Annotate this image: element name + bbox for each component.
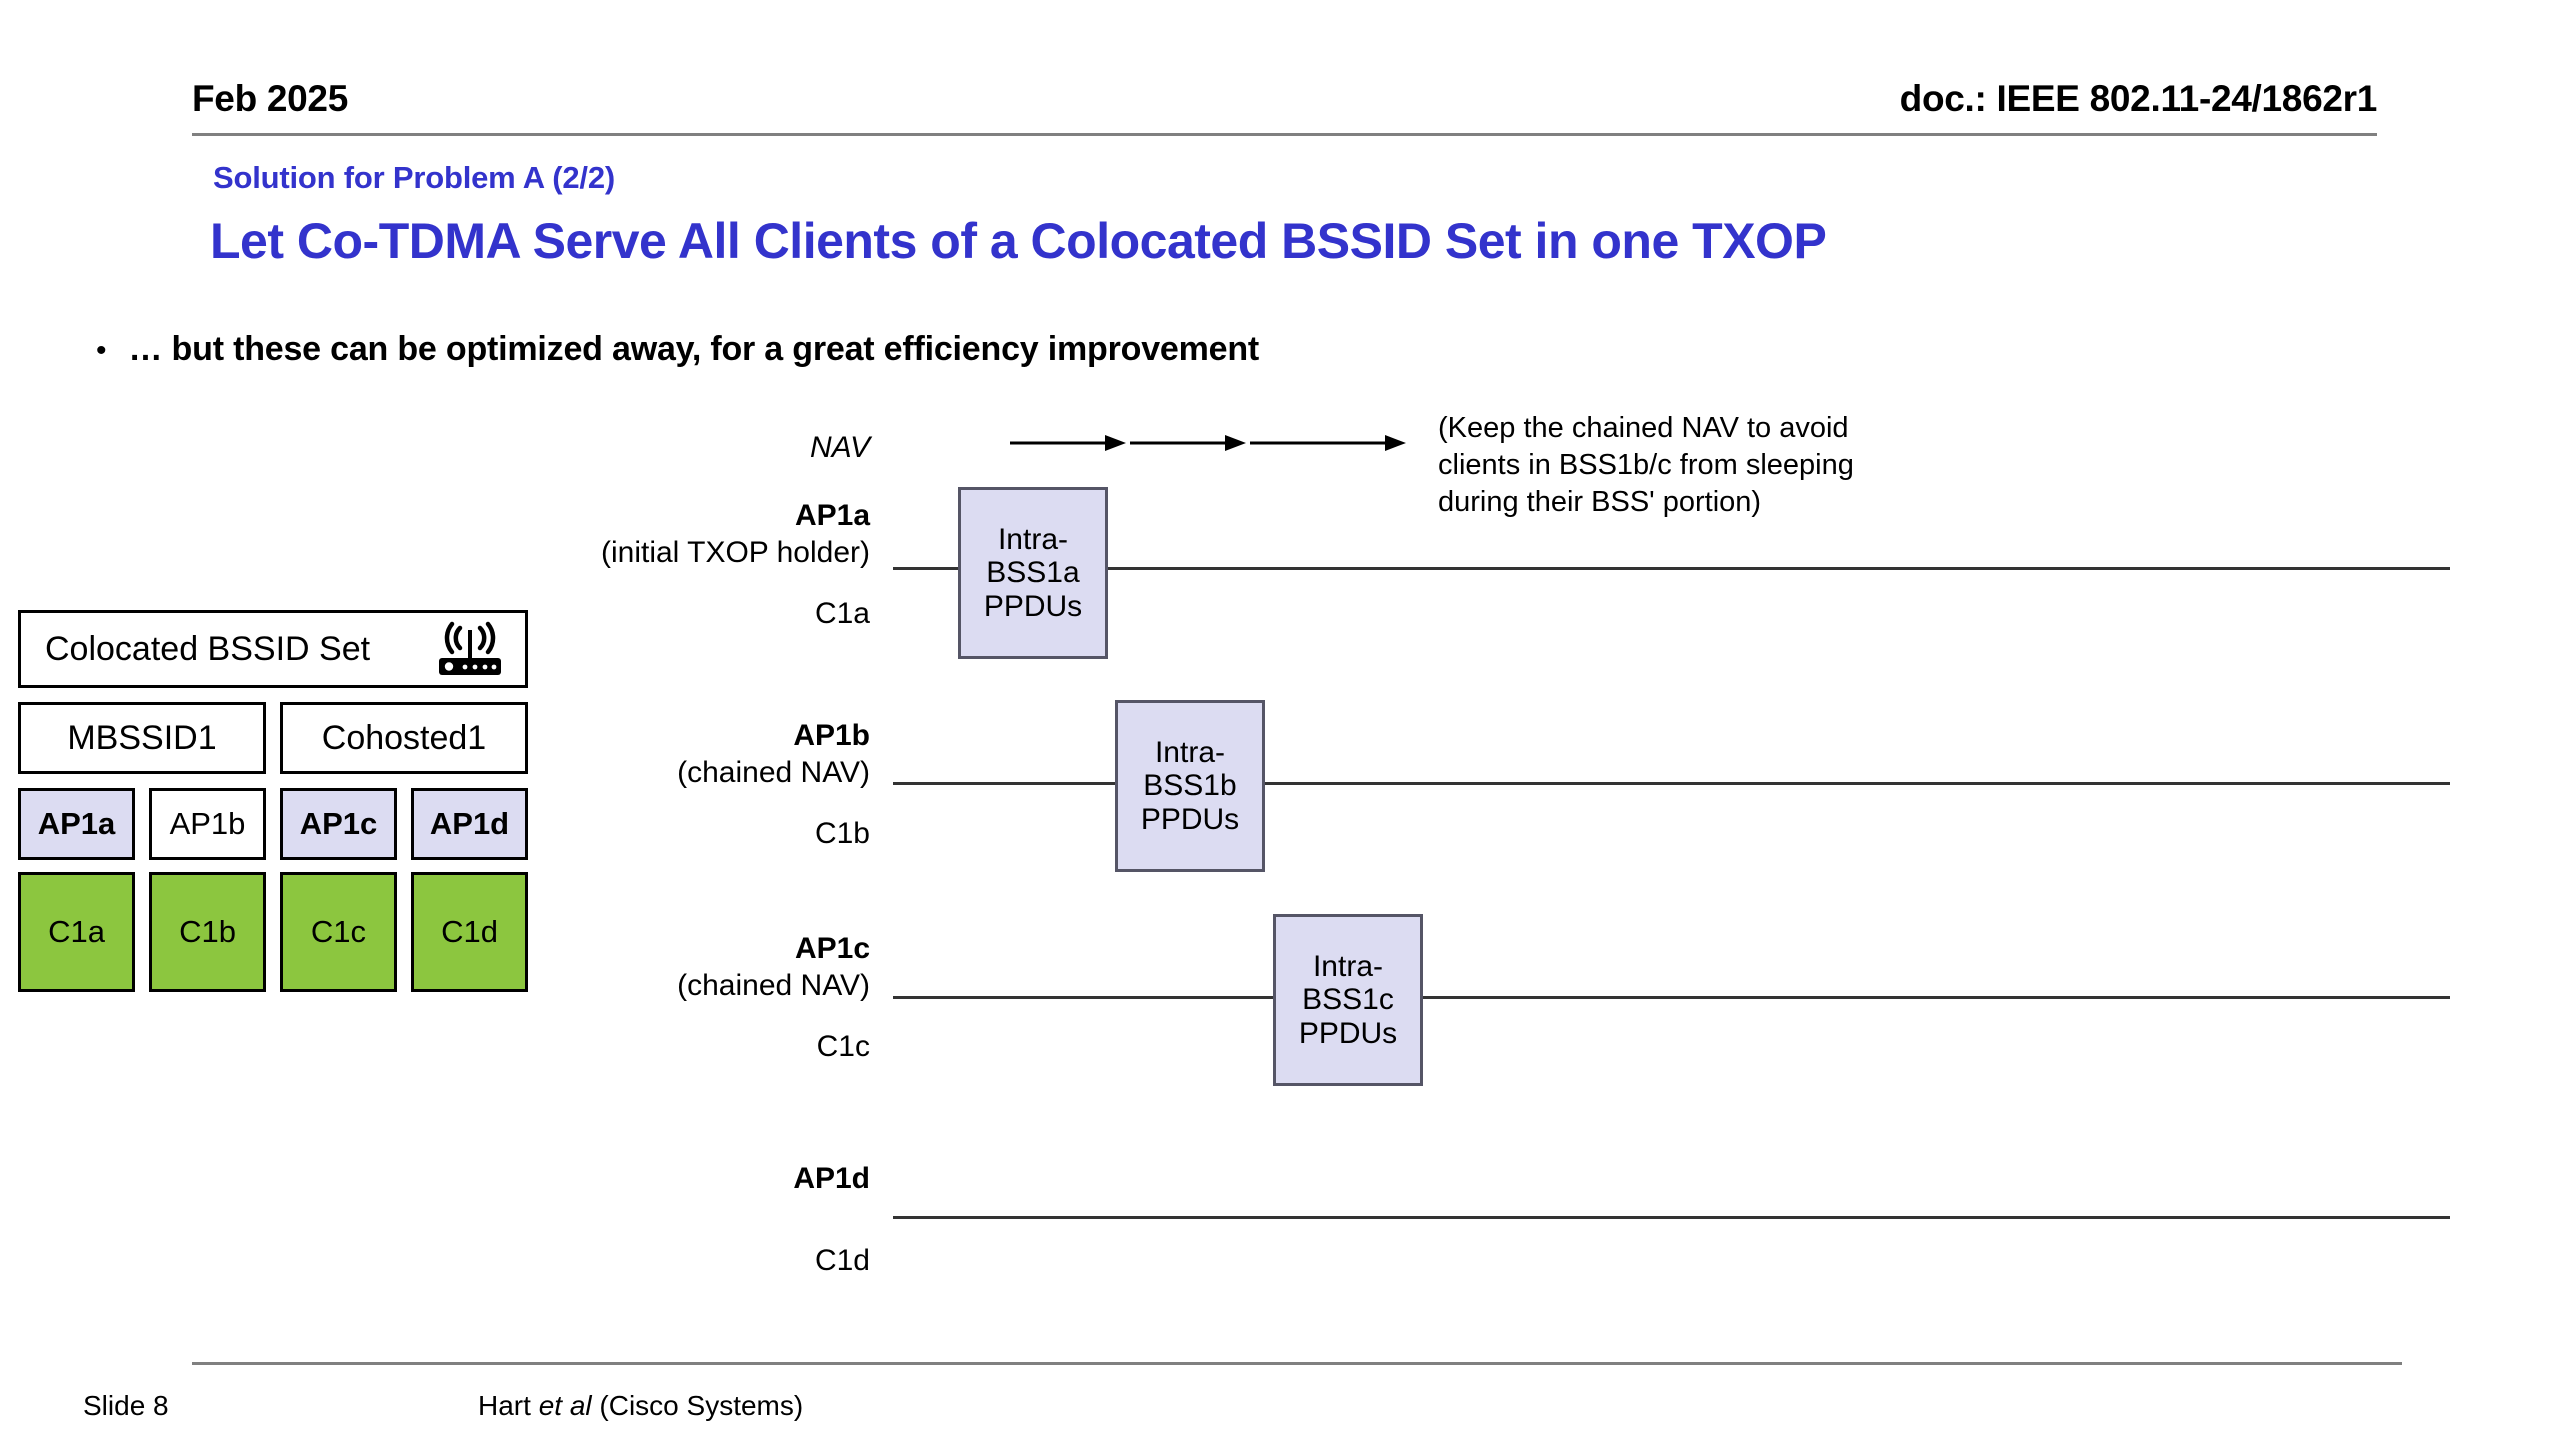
wifi-router-icon: [433, 618, 507, 680]
footer-author-etal: et al: [538, 1390, 592, 1421]
ppdu-block-bss1b: Intra- BSS1b PPDUs: [1115, 700, 1265, 872]
client-box-c1a: C1a: [18, 872, 135, 992]
ap-row: AP1a AP1b AP1c AP1d: [18, 788, 538, 860]
bullet-text: … but these can be optimized away, for a…: [128, 330, 1260, 368]
timeline-row-label-ap1b: AP1b: [793, 719, 870, 752]
header-date: Feb 2025: [192, 78, 348, 119]
footer-author: Hart et al (Cisco Systems): [478, 1390, 803, 1422]
slide-title: Let Co-TDMA Serve All Clients of a Coloc…: [210, 213, 1827, 269]
colocated-bssid-set-box: Colocated BSSID Set: [18, 610, 528, 688]
footer-slide-number: Slide 8: [83, 1390, 169, 1421]
ppdu-block-bss1a: Intra- BSS1a PPDUs: [958, 487, 1108, 659]
slide-subtitle: Solution for Problem A (2/2): [213, 160, 616, 195]
client-row: C1a C1b C1c C1d: [18, 872, 538, 992]
timeline-axis-ap1a-left: [893, 567, 958, 570]
timeline-row-sublabel-ap1c: (chained NAV): [677, 969, 870, 1002]
client-box-c1b: C1b: [149, 872, 266, 992]
ap-box-ap1d: AP1d: [411, 788, 528, 860]
timeline-axis-ap1c-left: [893, 996, 1273, 999]
ap-box-ap1c: AP1c: [280, 788, 397, 860]
timeline-row-sublabel-ap1b: (chained NAV): [677, 756, 870, 789]
colocated-bssid-set-diagram: Colocated BSSID Set MBSSID1: [18, 610, 538, 992]
timeline-row-label-ap1c: AP1c: [794, 932, 870, 965]
bullet-list-item: • … but these can be optimized away, for…: [96, 330, 1259, 369]
header-divider: [192, 133, 2377, 136]
timeline-row-client-c1c: C1c: [816, 1030, 870, 1063]
timeline-row-client-c1b: C1b: [814, 817, 870, 850]
nav-note-annotation: (Keep the chained NAV to avoid clients i…: [1438, 412, 1854, 519]
bullet-dot-icon: •: [96, 334, 107, 367]
ppdu-block-bss1c: Intra- BSS1c PPDUs: [1273, 914, 1423, 1086]
timeline-axis-ap1d: [893, 1216, 2450, 1219]
header-doc-id: doc.: IEEE 802.11-24/1862r1: [1899, 78, 2378, 119]
timeline-row-client-c1d: C1d: [814, 1244, 870, 1277]
client-box-c1d: C1d: [411, 872, 528, 992]
chained-nav-arrows-icon: [1010, 435, 1406, 451]
timeline-axis-ap1b-right: [1265, 782, 2450, 785]
timeline-axis-ap1c-right: [1423, 996, 2450, 999]
timeline-row-label-ap1a: AP1a: [794, 499, 870, 532]
timeline-axis-ap1b-left: [893, 782, 1115, 785]
ap-box-ap1a: AP1a: [18, 788, 135, 860]
footer-author-suffix: (Cisco Systems): [591, 1390, 804, 1421]
colocated-bssid-set-label: Colocated BSSID Set: [45, 629, 371, 668]
footer-divider: [192, 1362, 2402, 1365]
ap-box-ap1b: AP1b: [149, 788, 266, 860]
client-box-c1c: C1c: [280, 872, 397, 992]
bssid-group-mbssid1: MBSSID1: [18, 702, 266, 774]
timeline-row-sublabel-ap1a: (initial TXOP holder): [600, 536, 870, 569]
timeline-row-client-c1a: C1a: [814, 597, 870, 630]
nav-label: NAV: [809, 431, 870, 464]
footer-author-prefix: Hart: [478, 1390, 539, 1421]
timeline-axis-ap1a-right: [1108, 567, 2450, 570]
bssid-group-row: MBSSID1 Cohosted1: [18, 702, 538, 774]
bssid-group-cohosted1: Cohosted1: [280, 702, 528, 774]
timeline-row-label-ap1d: AP1d: [793, 1162, 870, 1195]
